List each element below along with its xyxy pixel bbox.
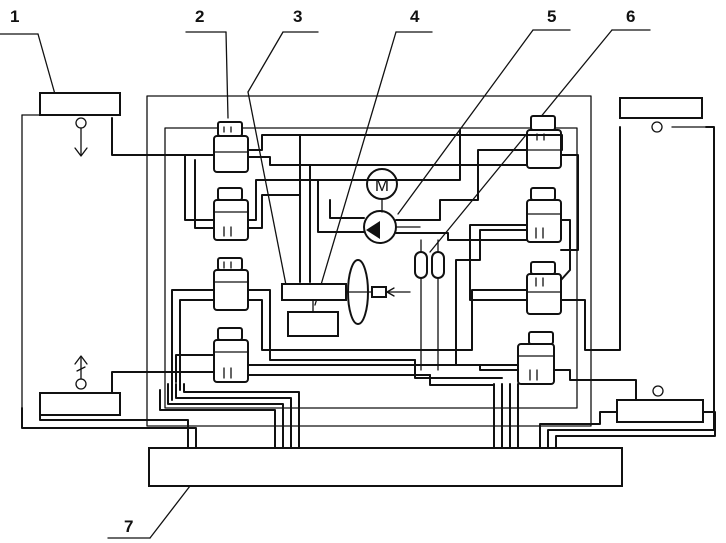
label-6: 6	[626, 7, 635, 26]
brake-unit-front-left	[21, 92, 121, 409]
brake-unit-rear-left	[39, 355, 121, 416]
outer-frame	[146, 95, 592, 427]
electric-motor: M	[366, 168, 398, 213]
valve-right-1	[526, 115, 562, 169]
callout-7: 7	[107, 485, 191, 539]
label-5: 5	[547, 7, 556, 26]
valve-left-3	[213, 257, 249, 311]
label-3: 3	[293, 7, 302, 26]
valve-right-2	[526, 187, 562, 243]
control-unit	[148, 447, 623, 487]
accumulators	[414, 239, 445, 371]
callout-3: 3	[247, 7, 319, 286]
master-cylinder	[281, 283, 347, 337]
hydraulic-lines	[21, 117, 716, 449]
callout-6: 6	[429, 7, 651, 253]
valve-left-1	[213, 121, 249, 173]
callout-5: 5	[397, 7, 571, 215]
label-1: 1	[10, 7, 19, 26]
motor-symbol: M	[375, 176, 389, 195]
valve-left-2	[213, 187, 249, 241]
callout-4: 4	[314, 7, 433, 306]
valve-left-4	[213, 327, 249, 383]
brake-unit-front-right	[619, 97, 707, 133]
valve-right-4	[517, 331, 555, 385]
label-2: 2	[195, 7, 204, 26]
brake-booster	[345, 259, 411, 325]
inner-frame	[164, 127, 578, 409]
label-4: 4	[410, 7, 420, 26]
label-7: 7	[124, 517, 133, 536]
hydraulic-pump	[363, 210, 421, 244]
callout-2: 2	[185, 7, 229, 119]
brake-unit-rear-right	[616, 385, 704, 423]
valve-right-3	[526, 261, 562, 315]
